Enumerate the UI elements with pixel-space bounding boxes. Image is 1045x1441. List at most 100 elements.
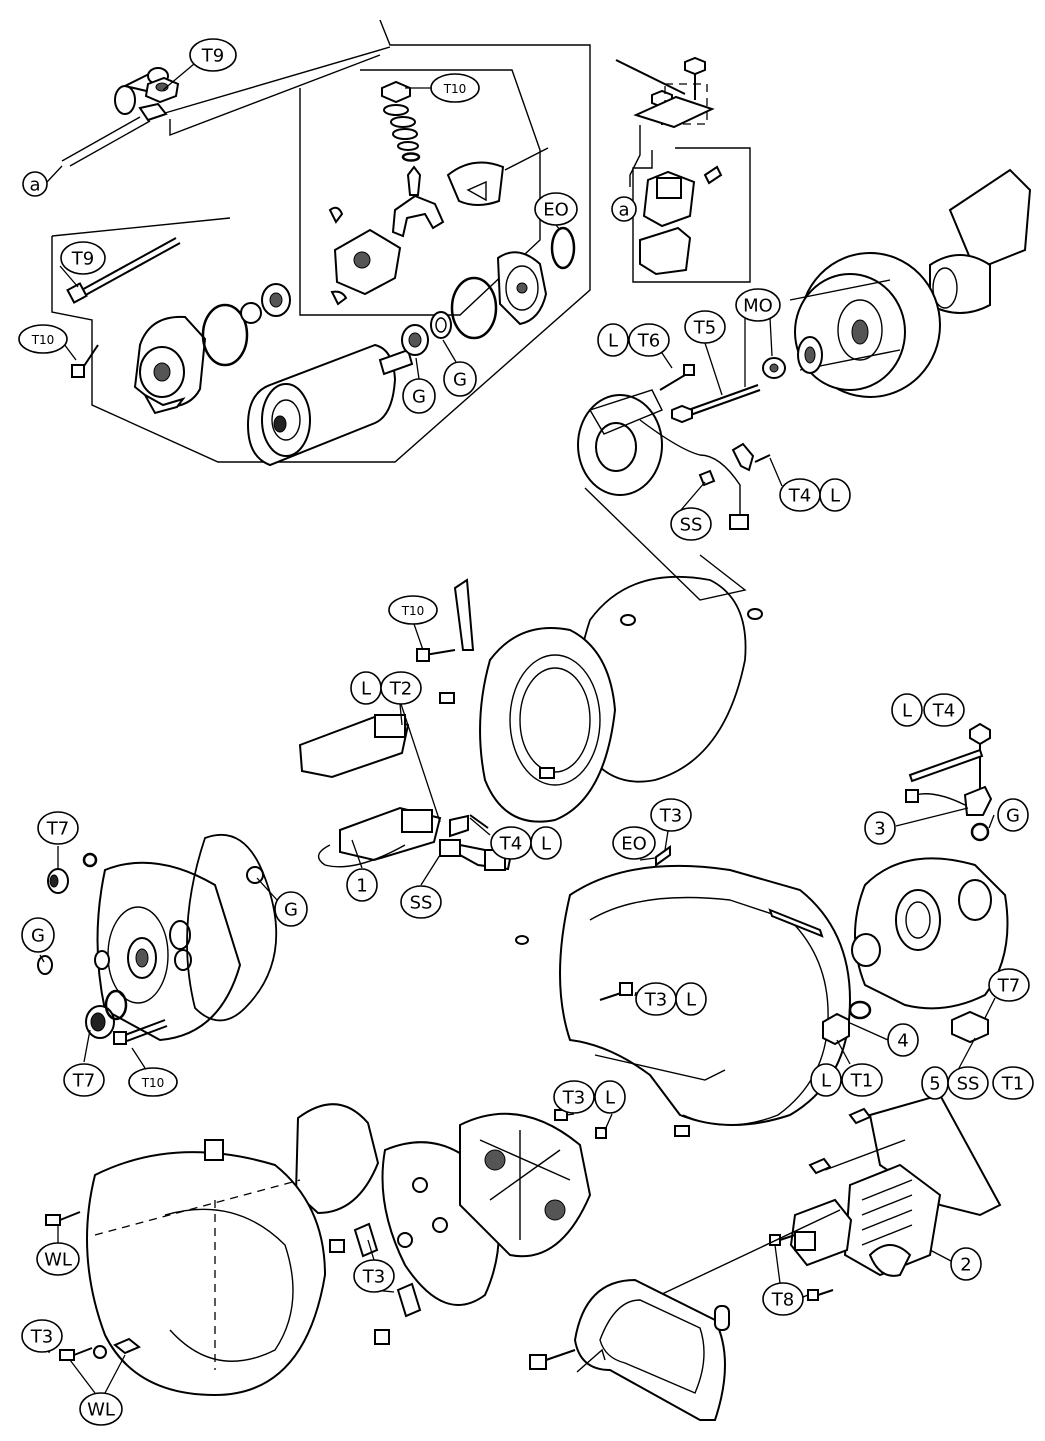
callout-bubble bbox=[597, 323, 629, 357]
callout-label: 2 bbox=[960, 1255, 971, 1276]
callout-bubble bbox=[841, 1063, 883, 1097]
callout-t3-l-mid: T3 bbox=[635, 982, 677, 1016]
callout-bubble bbox=[18, 324, 68, 354]
callout-bubble bbox=[923, 693, 965, 727]
callout-bubble bbox=[353, 1259, 395, 1293]
callout-label: L bbox=[361, 679, 371, 700]
callout-bubble bbox=[887, 1023, 919, 1057]
callout-t3-bottom: T3 bbox=[21, 1319, 63, 1353]
callout-num-5: 5 bbox=[921, 1066, 949, 1100]
callout-label: T6 bbox=[637, 331, 660, 352]
callout-bubble bbox=[997, 798, 1029, 832]
bottom-covers-group bbox=[45, 1103, 613, 1397]
callout-label: T5 bbox=[693, 318, 716, 339]
callout-bubble bbox=[594, 1080, 626, 1114]
callout-bubble bbox=[274, 891, 308, 927]
callout-l-t3-low: L bbox=[594, 1080, 626, 1114]
callout-num-3: 3 bbox=[864, 811, 896, 845]
flywheel-stator-group bbox=[577, 168, 1032, 601]
relay-group bbox=[615, 56, 751, 283]
callout-bubble bbox=[443, 361, 477, 397]
callout-bubble bbox=[675, 982, 707, 1016]
callout-g-mid: G bbox=[274, 891, 308, 927]
callout-label: T2 bbox=[389, 679, 412, 700]
callout-bubble bbox=[189, 38, 237, 72]
callout-bubble bbox=[430, 73, 480, 103]
callout-l-t3-mid: L bbox=[675, 982, 707, 1016]
callout-t9-left: T9 bbox=[60, 241, 106, 275]
callout-num-2: 2 bbox=[950, 1247, 982, 1281]
callout-bubble bbox=[762, 1282, 804, 1316]
callout-label: T3 bbox=[362, 1267, 385, 1288]
callout-bubble bbox=[670, 507, 712, 541]
callout-eo-top: EO bbox=[534, 192, 578, 226]
callout-label: a bbox=[618, 200, 629, 221]
callout-label: L bbox=[605, 1088, 615, 1109]
callout-mo: MO bbox=[735, 288, 781, 322]
callout-label: T4 bbox=[788, 486, 811, 507]
callout-t2: T2 bbox=[380, 671, 422, 705]
callout-label: G bbox=[453, 370, 467, 391]
callout-t10-mid: T10 bbox=[388, 595, 438, 625]
callout-label: T10 bbox=[443, 82, 467, 96]
callout-label: SS bbox=[680, 515, 703, 536]
callout-label: T1 bbox=[850, 1071, 873, 1092]
callout-l-t2: L bbox=[350, 671, 382, 705]
callout-t1-mid: T1 bbox=[841, 1063, 883, 1097]
callout-l-t4-right: L bbox=[819, 478, 851, 512]
callout-bubble bbox=[36, 1242, 80, 1276]
callout-g-left: G bbox=[21, 917, 55, 953]
crankcase-cover-group bbox=[298, 575, 763, 886]
callout-label: T3 bbox=[644, 990, 667, 1011]
callout-a-left: a bbox=[22, 171, 48, 197]
callout-label: T9 bbox=[201, 46, 224, 67]
callout-ss-right: SS bbox=[947, 1066, 989, 1100]
callout-t7-bottom: T7 bbox=[63, 1063, 105, 1097]
callout-t8: T8 bbox=[762, 1282, 804, 1316]
callout-label: L bbox=[686, 990, 696, 1011]
callout-l-t1: L bbox=[810, 1063, 842, 1097]
callout-label: a bbox=[29, 175, 40, 196]
callout-bubble bbox=[400, 885, 442, 919]
callout-num-1: 1 bbox=[346, 868, 378, 902]
starter-motor-group bbox=[46, 19, 591, 467]
callout-label: WL bbox=[87, 1400, 115, 1421]
callout-label: L bbox=[541, 834, 551, 855]
callout-g-a: G bbox=[402, 378, 436, 414]
callout-t6: T6 bbox=[628, 323, 670, 357]
callout-bubble bbox=[388, 595, 438, 625]
callout-label: L bbox=[821, 1071, 831, 1092]
callout-bubble bbox=[992, 1066, 1034, 1100]
callout-label: T9 bbox=[71, 249, 94, 270]
callout-t3-low: T3 bbox=[353, 1259, 395, 1293]
callout-g-right: G bbox=[997, 798, 1029, 832]
callout-label: T10 bbox=[31, 333, 55, 347]
left-side-cover-group bbox=[37, 833, 278, 1069]
callout-label: EO bbox=[621, 834, 647, 855]
callout-label: T3 bbox=[30, 1327, 53, 1348]
callout-label: SS bbox=[957, 1074, 980, 1095]
callout-wl-top: WL bbox=[36, 1242, 80, 1276]
callout-bubble bbox=[950, 1247, 982, 1281]
callout-label: G bbox=[1006, 806, 1020, 827]
callout-bubble bbox=[553, 1080, 595, 1114]
callout-t5: T5 bbox=[684, 310, 726, 344]
callout-t3-top: T3 bbox=[650, 798, 692, 832]
callout-t10-bottom: T10 bbox=[128, 1067, 178, 1097]
callout-t1-right: T1 bbox=[992, 1066, 1034, 1100]
callout-t7-left: T7 bbox=[37, 811, 79, 845]
callout-label: T7 bbox=[46, 819, 69, 840]
callout-bubble bbox=[79, 1392, 123, 1426]
callout-bubble bbox=[534, 192, 578, 226]
callout-l-t4-upper: L bbox=[891, 693, 923, 727]
callout-label: 5 bbox=[929, 1074, 940, 1095]
callout-t10-top: T10 bbox=[430, 73, 480, 103]
callout-label: G bbox=[31, 926, 45, 947]
callout-bubble bbox=[988, 968, 1030, 1002]
callout-label: 3 bbox=[874, 819, 885, 840]
gear-case-group bbox=[822, 722, 1009, 1071]
callout-bubble bbox=[611, 196, 637, 222]
callout-label: T3 bbox=[562, 1088, 585, 1109]
